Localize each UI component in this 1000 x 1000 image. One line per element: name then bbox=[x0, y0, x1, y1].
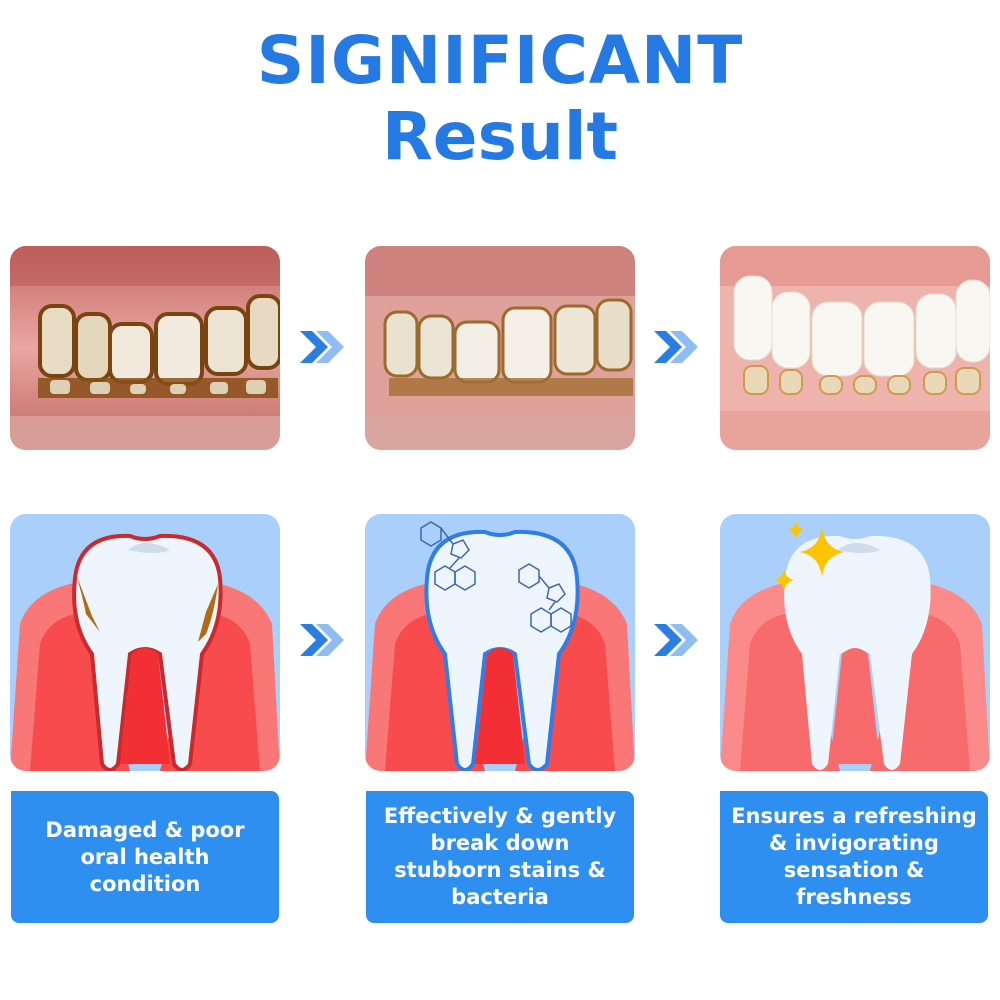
caption-text: Damaged & poor oral health condition bbox=[45, 817, 245, 896]
molecule-icon bbox=[420, 521, 572, 633]
double-chevron-right-icon bbox=[652, 327, 702, 367]
caption-fresh: Ensures a refreshing & invigorating sens… bbox=[720, 791, 988, 923]
caption-cleaning: Effectively & gently break down stubborn… bbox=[366, 791, 634, 923]
sparkle-icon bbox=[774, 520, 844, 592]
after-photo bbox=[720, 246, 990, 450]
damaged-tooth-illustration bbox=[10, 514, 280, 771]
during-photo bbox=[365, 246, 635, 450]
before-photo bbox=[10, 246, 280, 450]
title-line-2: Result bbox=[381, 98, 619, 175]
double-chevron-right-icon bbox=[652, 620, 702, 660]
title-line-1: SIGNIFICANT bbox=[256, 22, 744, 99]
double-chevron-right-icon bbox=[298, 327, 348, 367]
clean-tooth-illustration bbox=[720, 514, 990, 771]
caption-text: Effectively & gently break down stubborn… bbox=[383, 804, 617, 909]
double-chevron-right-icon bbox=[298, 620, 348, 660]
page-title: SIGNIFICANT Result bbox=[0, 28, 1000, 170]
cleaning-tooth-illustration bbox=[365, 514, 635, 771]
caption-damaged: Damaged & poor oral health condition bbox=[11, 791, 279, 923]
caption-text: Ensures a refreshing & invigorating sens… bbox=[731, 804, 977, 909]
